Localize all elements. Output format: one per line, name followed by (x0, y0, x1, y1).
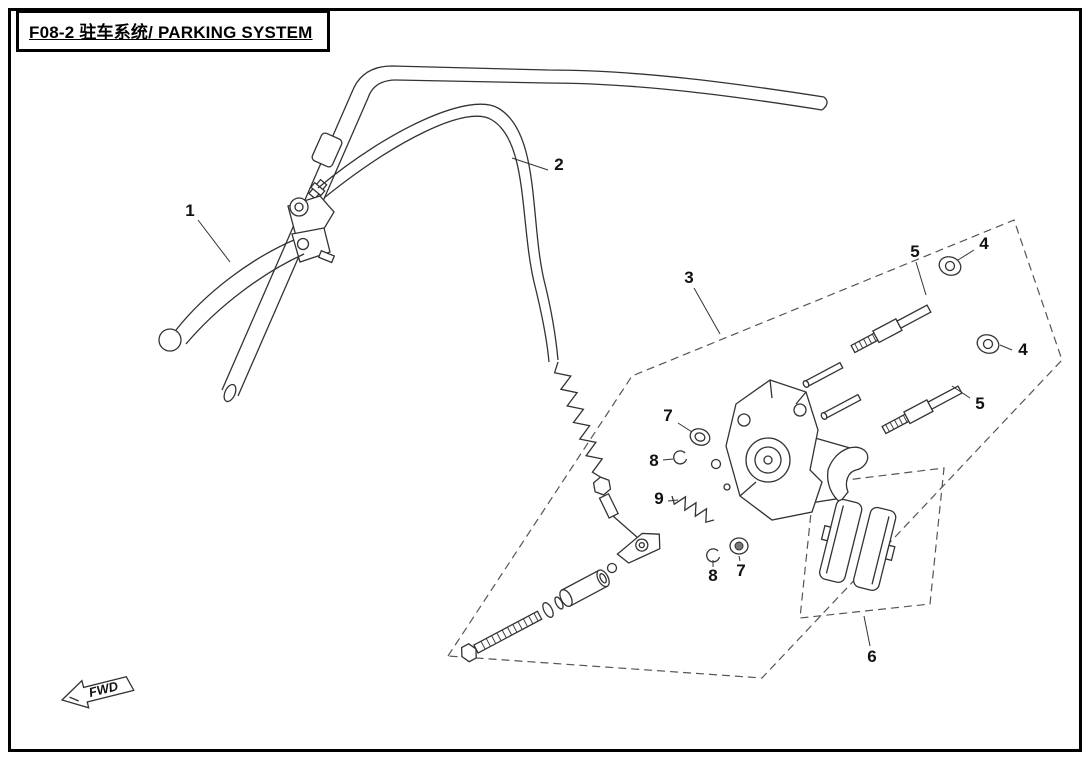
callout-5-lower-label: 5 (975, 394, 984, 413)
mount-bolt-lower (881, 385, 963, 435)
callout-7-upper-label: 7 (663, 406, 672, 425)
fwd-arrow: FWD (60, 676, 135, 709)
brake-pad-outer (818, 498, 863, 584)
mount-hole-right (793, 403, 807, 417)
callout-4-lower: 4 (999, 340, 1028, 359)
cable-clevis (616, 532, 661, 564)
cable-adjuster-hex (592, 476, 612, 496)
callout-1: 1 (185, 201, 231, 263)
cable-spring (553, 361, 604, 479)
callout-8-upper: 8 (649, 451, 674, 470)
callout-5-upper-label: 5 (910, 242, 919, 261)
pads-dashed-outline (799, 467, 945, 619)
callout-9-label: 9 (654, 489, 663, 508)
title-box: F08-2 驻车系统/ PARKING SYSTEM (16, 10, 330, 52)
callout-8-lower-label: 8 (708, 566, 717, 585)
callout-4-upper-label: 4 (979, 234, 989, 253)
seal-ring-lower (729, 537, 749, 555)
small-washer (710, 458, 722, 470)
cable-end-wire (612, 515, 639, 539)
page-title: F08-2 驻车系统/ PARKING SYSTEM (29, 23, 313, 42)
washer-a (542, 602, 554, 618)
fwd-label: FWD (87, 678, 120, 700)
pivot-bolt-long (460, 610, 543, 663)
seal-nut-upper (689, 428, 711, 446)
callout-2-label: 2 (554, 155, 563, 174)
flange-nut-lower (976, 334, 1000, 354)
callout-9: 9 (654, 489, 679, 508)
pivot-bolt (296, 237, 310, 251)
tiny-washer (723, 483, 731, 491)
spacer-bushing (559, 569, 610, 607)
callout-5-upper: 5 (910, 242, 927, 296)
return-spring (671, 495, 715, 524)
circlip-upper (673, 450, 688, 465)
lever-blade (175, 239, 295, 331)
mount-hole-left (737, 413, 751, 427)
circlip-lower (706, 548, 721, 563)
callout-6: 6 (863, 615, 877, 666)
flange-nut-upper (938, 256, 962, 276)
callout-2: 2 (511, 155, 564, 174)
callout-4-upper: 4 (957, 234, 989, 261)
assembly-dashed-outline (446, 219, 1063, 679)
callout-5-lower: 5 (951, 385, 985, 413)
callout-4-lower-label: 4 (1018, 340, 1028, 359)
callout-3: 3 (684, 268, 721, 335)
page-border (8, 8, 1082, 752)
cable-end-cylinder (598, 492, 620, 519)
caliper-body (725, 379, 869, 521)
switch-block (311, 132, 343, 168)
guide-pin-upper (802, 361, 844, 388)
callout-8-lower: 8 (708, 560, 718, 585)
lever-ball-end (158, 328, 182, 352)
guide-pin-lower (820, 393, 862, 420)
callout-7-upper: 7 (663, 406, 693, 433)
mount-bolt-upper (850, 304, 932, 354)
callout-1-label: 1 (185, 201, 194, 220)
callout-7-lower: 7 (736, 555, 746, 580)
callout-6-label: 6 (867, 647, 876, 666)
clamp-boss (289, 197, 309, 217)
callout-3-label: 3 (684, 268, 693, 287)
cam-lever-hook (826, 446, 869, 503)
small-ring (606, 562, 618, 574)
handlebar-tube (221, 65, 828, 403)
callout-7-lower-label: 7 (736, 561, 745, 580)
parking-cable (317, 103, 639, 539)
brake-pad-inner (852, 506, 897, 592)
callout-8-upper-label: 8 (649, 451, 658, 470)
